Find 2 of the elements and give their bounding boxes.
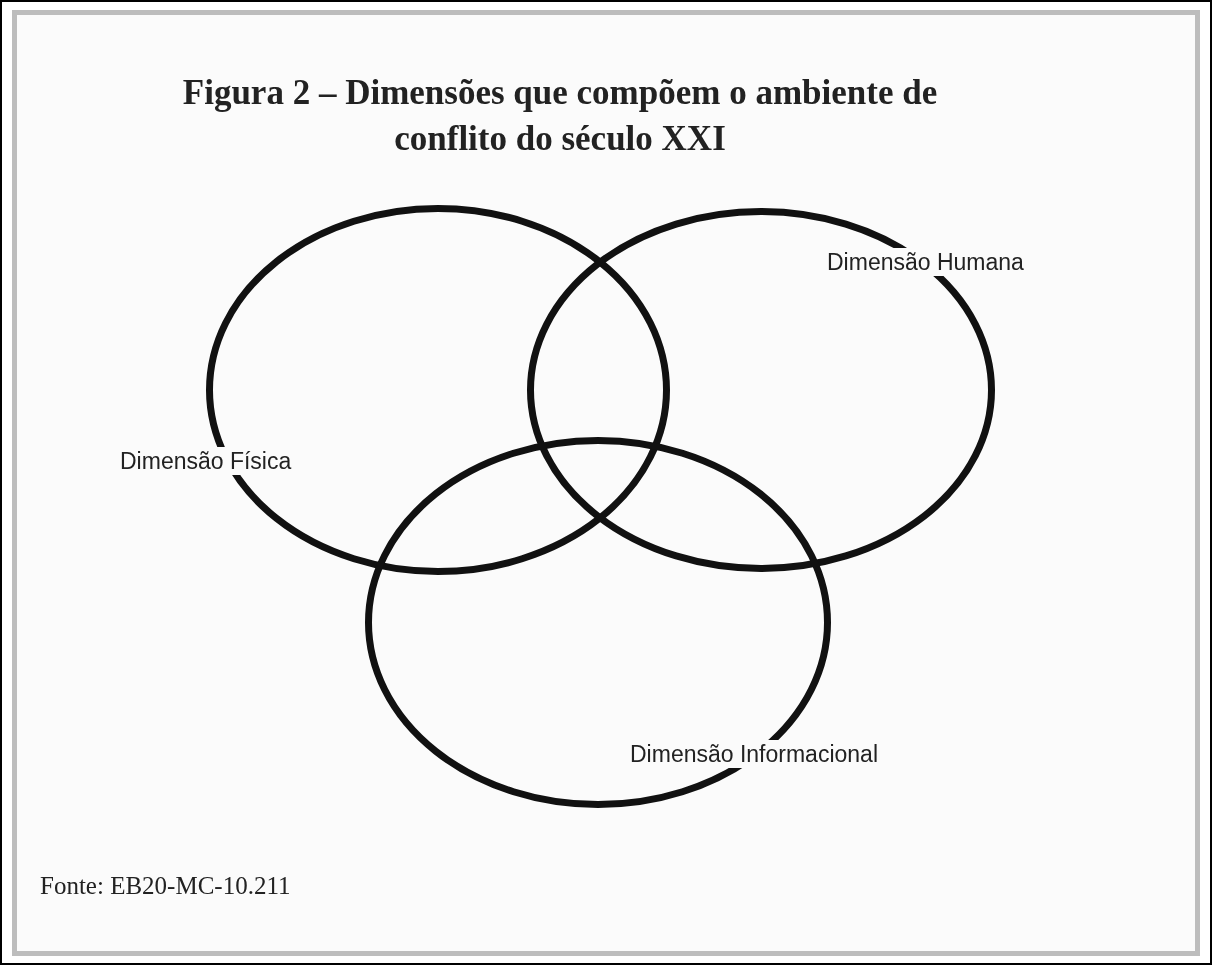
source-caption: Fonte: EB20-MC-10.211: [40, 871, 291, 901]
figure-title: Figura 2 – Dimensões que compõem o ambiente de conflito do século XXI: [181, 72, 939, 160]
